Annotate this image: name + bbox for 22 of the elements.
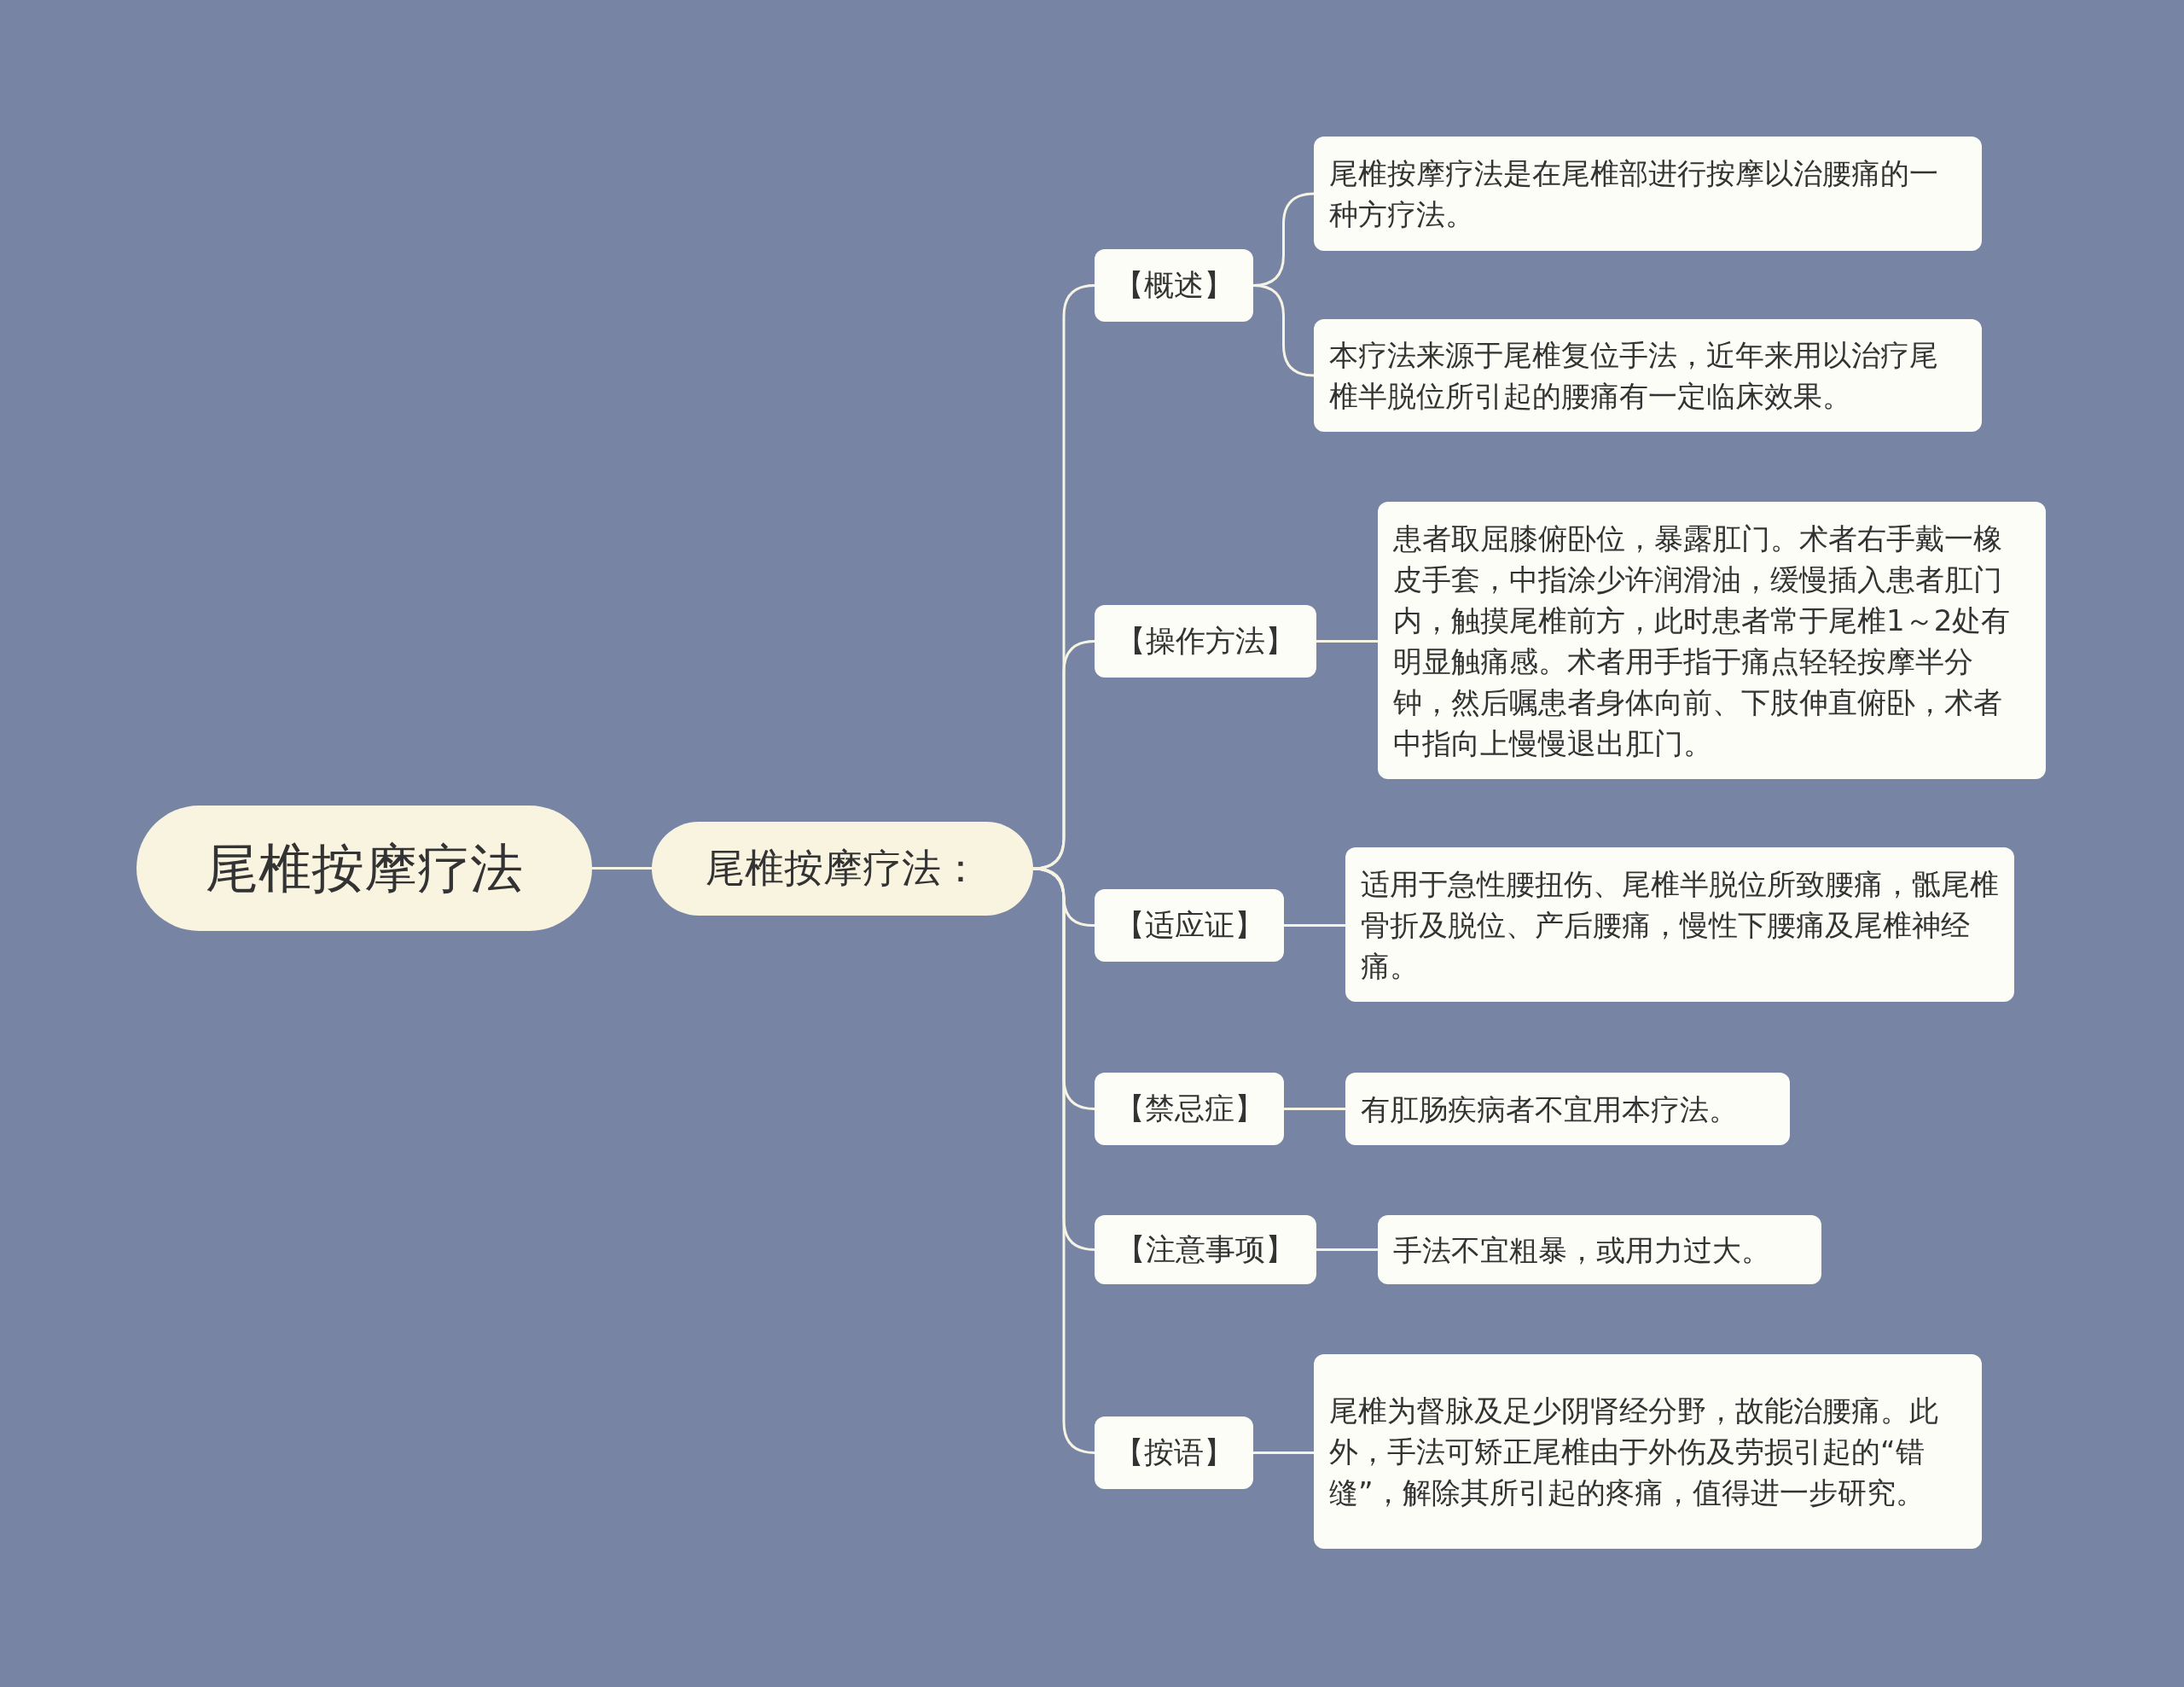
text-box: 患者取屈膝俯卧位，暴露肛门。术者右手戴一橡皮手套，中指涂少许润滑油，缓慢插入患者肛门内，触摸尾椎前方，此时患者常于尾椎1～2处有明显触痛感。术者用手指于痛点轻轻按摩半分钟，然后嘱患者身体向前、下肢伸直俯卧，术者中指向上慢慢退出肛门。 bbox=[1378, 502, 2046, 779]
connector-line bbox=[1284, 924, 1345, 927]
text-box: 有肛肠疾病者不宜用本疗法。 bbox=[1345, 1073, 1790, 1145]
topic-box: 【按语】 bbox=[1095, 1416, 1253, 1489]
text-box: 尾椎按摩疗法是在尾椎部进行按摩以治腰痛的一种方疗法。 bbox=[1314, 137, 1982, 251]
connector-line bbox=[1316, 640, 1378, 643]
connector-line bbox=[592, 867, 652, 870]
topic-box: 【操作方法】 bbox=[1095, 605, 1316, 678]
connector-line bbox=[1316, 1248, 1378, 1251]
connector-line bbox=[1252, 284, 1316, 377]
topic-box: 尾椎按摩疗法： bbox=[652, 822, 1033, 916]
topic-box: 【注意事项】 bbox=[1095, 1215, 1316, 1284]
central-topic: 尾椎按摩疗法 bbox=[136, 806, 592, 931]
text-box: 手法不宜粗暴，或用力过大。 bbox=[1378, 1215, 1821, 1284]
topic-box: 【适应证】 bbox=[1095, 889, 1284, 962]
text-box: 尾椎为督脉及足少阴肾经分野，故能治腰痛。此外，手法可矫正尾椎由于外伤及劳损引起的“错缝”，解除其所引起的疼痛，值得进一步研究。 bbox=[1314, 1354, 1982, 1549]
text-box: 本疗法来源于尾椎复位手法，近年来用以治疗尾椎半脱位所引起的腰痛有一定临床效果。 bbox=[1314, 319, 1982, 432]
topic-box: 【禁忌症】 bbox=[1095, 1073, 1284, 1145]
topic-box: 【概述】 bbox=[1095, 249, 1253, 322]
connector-line bbox=[1253, 1451, 1314, 1454]
text-box: 适用于急性腰扭伤、尾椎半脱位所致腰痛，骶尾椎骨折及脱位、产后腰痛，慢性下腰痛及尾椎神经痛。 bbox=[1345, 847, 2014, 1002]
connector-line bbox=[1284, 1108, 1345, 1110]
